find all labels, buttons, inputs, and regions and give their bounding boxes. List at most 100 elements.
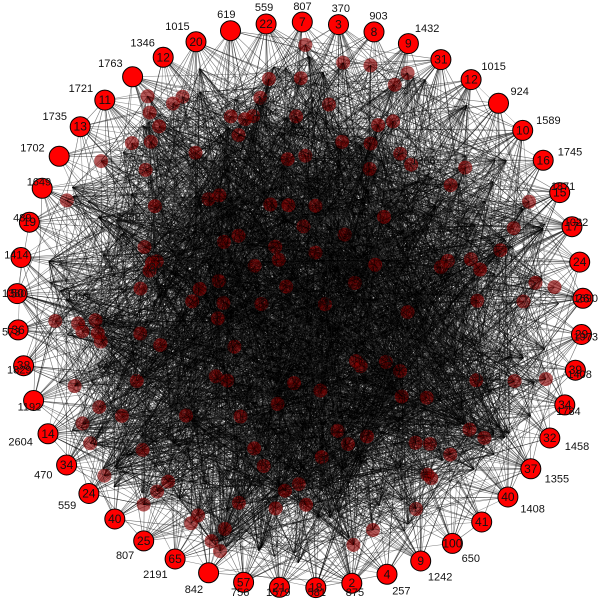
graph-edge — [17, 293, 559, 304]
graph-edge — [17, 116, 231, 294]
graph-edge — [82, 225, 369, 332]
graph-edge — [392, 167, 466, 391]
graph-edge — [530, 262, 580, 469]
graph-edge — [179, 498, 244, 583]
graph-edge — [407, 72, 475, 470]
graph-edge — [66, 464, 349, 538]
graph-edge — [498, 103, 543, 280]
graph-edge — [256, 103, 279, 133]
graph-edge — [210, 201, 362, 464]
graph-edge — [55, 320, 60, 383]
graph-edge — [103, 367, 430, 445]
graph-edge — [355, 208, 524, 257]
graph-edge — [407, 72, 524, 302]
graph-edge — [195, 152, 513, 356]
graph-edge — [273, 66, 398, 422]
graph-edge — [48, 261, 531, 470]
graph-edge — [145, 169, 343, 469]
graph-edge — [455, 351, 470, 430]
graph-edge — [299, 201, 530, 285]
graph-edge — [145, 96, 148, 170]
graph-edge — [260, 97, 403, 327]
graph-edge — [285, 404, 565, 470]
graph-edge — [355, 121, 394, 257]
graph-edge — [147, 122, 282, 413]
graph-edge — [243, 469, 475, 583]
graph-edge — [41, 188, 144, 505]
graph-edge — [381, 412, 417, 510]
graph-edge — [142, 435, 343, 469]
graph-edge — [257, 250, 501, 434]
graph-edge — [120, 117, 287, 235]
graph-edge — [481, 261, 580, 523]
graph-edge — [263, 465, 286, 491]
graph-edge — [33, 188, 43, 401]
graph-edge — [499, 427, 509, 498]
graph-edge — [154, 116, 232, 207]
graph-edge — [77, 323, 117, 389]
graph-edge — [315, 496, 509, 588]
graph-edge — [216, 277, 307, 505]
graph-edge — [91, 381, 451, 455]
graph-edge — [273, 66, 507, 161]
graph-edge — [329, 496, 508, 518]
graph-edge — [279, 348, 545, 588]
graph-edge — [116, 412, 240, 504]
graph-edge — [211, 372, 387, 542]
graph-edge — [315, 404, 565, 588]
graph-edge — [440, 59, 535, 384]
graph-edge — [95, 62, 344, 321]
graph-edge — [142, 365, 361, 436]
graph-edge — [132, 76, 506, 241]
graph-edge — [158, 126, 442, 381]
graph-edge — [383, 216, 477, 381]
graph-edge — [342, 62, 451, 186]
graph-edge — [234, 21, 303, 100]
graph-edge — [67, 334, 354, 421]
graph-edge — [307, 56, 310, 322]
graph-edge — [256, 114, 476, 226]
graph-edge — [254, 265, 280, 389]
graph-edge — [243, 405, 285, 583]
graph-edge — [224, 416, 241, 529]
graph-edge — [214, 508, 276, 546]
graph-edge — [91, 381, 209, 573]
graph-edge — [104, 443, 349, 476]
graph-edge — [219, 31, 375, 136]
graph-edge — [304, 62, 344, 471]
graph-edge — [103, 214, 222, 256]
graph-edge — [20, 257, 90, 494]
graph-edge — [238, 491, 279, 504]
graph-edge — [511, 246, 547, 380]
graph-edge — [195, 41, 415, 232]
graph-edge — [295, 116, 495, 455]
graph-edge — [440, 59, 496, 161]
graph-edge — [360, 121, 394, 367]
graph-edge — [445, 160, 507, 319]
graph-edge — [379, 468, 531, 506]
graph-edge — [361, 462, 374, 531]
graph-edge — [402, 59, 442, 190]
graph-edge — [373, 31, 451, 186]
graph-edge — [302, 21, 544, 161]
graph-edge — [58, 220, 117, 383]
graph-edge — [146, 265, 307, 505]
graph-edge — [151, 262, 219, 542]
graph-edge — [144, 346, 235, 423]
graph-edge — [143, 508, 417, 542]
graph-edge — [362, 227, 514, 277]
graph-edge — [298, 517, 319, 563]
graph-edge — [141, 397, 168, 436]
graph-edge — [380, 164, 443, 461]
graph-edge — [507, 415, 531, 498]
graph-edge — [378, 205, 436, 506]
graph-edge — [195, 41, 394, 122]
graph-edge — [378, 286, 555, 506]
graph-edge — [17, 293, 121, 377]
graph-edge — [173, 442, 432, 479]
graph-edge — [405, 237, 428, 475]
graph-edge — [275, 508, 280, 588]
graph-edge — [173, 242, 212, 542]
graph-edge — [91, 177, 280, 382]
graph-edge — [360, 130, 523, 367]
